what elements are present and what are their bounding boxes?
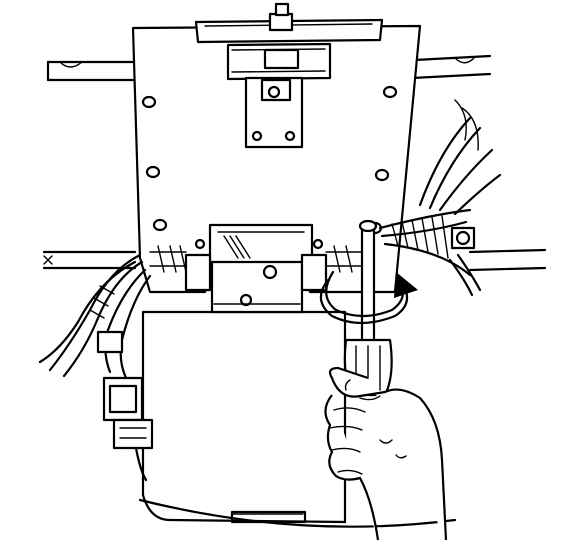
- headliner-panel: [138, 310, 457, 528]
- retaining-clips: [149, 238, 363, 292]
- roof-rail-upper: [46, 54, 492, 82]
- harness-connector: [102, 376, 154, 482]
- rotation-arrow: [319, 270, 418, 325]
- wiring-harness-left: [38, 253, 152, 380]
- wiring-harness-right: [378, 99, 502, 297]
- center-latch: [208, 223, 314, 314]
- hand: [324, 366, 448, 541]
- overhead-console-bracket: [131, 2, 422, 294]
